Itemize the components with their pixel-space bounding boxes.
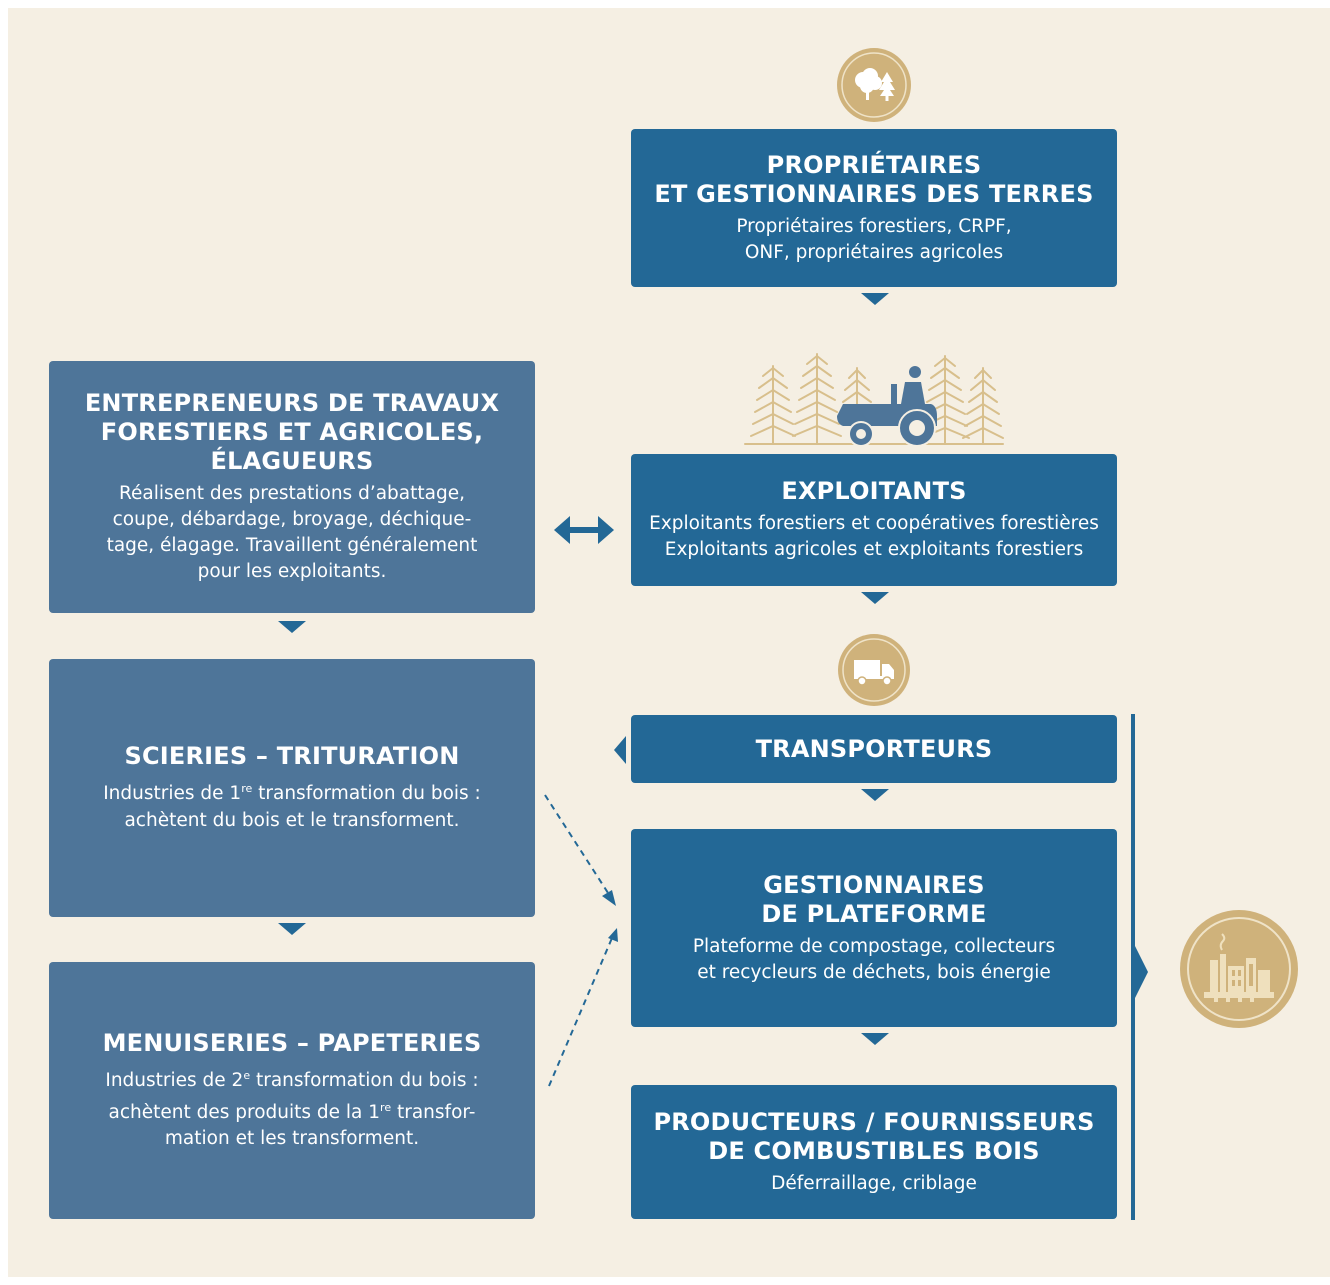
entrepreneurs-desc: Réalisent des prestations d’abattage, co… <box>106 483 478 582</box>
diagram-canvas: PROPRIÉTAIRES ET GESTIONNAIRES DES TERRE… <box>8 8 1330 1277</box>
proprietaires-title: PROPRIÉTAIRES ET GESTIONNAIRES DES TERRE… <box>654 150 1094 208</box>
box-transporteurs: TRANSPORTEURS <box>631 715 1117 783</box>
box-producteurs: PRODUCTEURS / FOURNISSEURS DE COMBUSTIBL… <box>631 1085 1117 1219</box>
box-entrepreneurs: ENTREPRENEURS DE TRAVAUX FORESTIERS ET A… <box>49 361 535 613</box>
scieries-desc: Industries de 1re transformation du bois… <box>103 782 481 831</box>
gestionnaires-desc: Plateforme de compostage, collecteurs et… <box>692 935 1056 983</box>
arrow-down-scieries <box>278 923 306 935</box>
transporteurs-title: TRANSPORTEURS <box>755 734 993 763</box>
box-gestionnaires: GESTIONNAIRES DE PLATEFORME Plateforme d… <box>631 829 1117 1027</box>
box-exploitants: EXPLOITANTS Exploitants forestiers et co… <box>631 454 1117 586</box>
menuiseries-desc: Industries de 2e transformation du bois … <box>105 1069 479 1149</box>
dashed-arrow-scieries <box>544 794 611 897</box>
scieries-title: SCIERIES – TRITURATION <box>124 742 460 771</box>
exploitants-desc: Exploitants forestiers et coopératives f… <box>649 513 1099 560</box>
producteurs-title: PRODUCTEURS / FOURNISSEURS DE COMBUSTIBL… <box>653 1107 1095 1165</box>
truck-icon <box>838 634 910 706</box>
tractor-icon <box>744 353 1004 447</box>
arrow-left-transporteurs <box>614 736 626 764</box>
arrow-down-2 <box>861 592 889 604</box>
factory-icon <box>1180 910 1298 1028</box>
box-proprietaires: PROPRIÉTAIRES ET GESTIONNAIRES DES TERRE… <box>631 129 1117 287</box>
proprietaires-desc: Propriétaires forestiers, CRPF, ONF, pro… <box>736 215 1012 263</box>
arrow-down-3 <box>861 789 889 801</box>
menuiseries-title: MENUISERIES – PAPETERIES <box>102 1029 482 1058</box>
arrow-down-entrepreneurs <box>278 621 306 633</box>
bracket-arrow <box>1131 714 1148 1220</box>
double-arrow-icon <box>554 516 614 544</box>
box-scieries: SCIERIES – TRITURATION Industries de 1re… <box>49 659 535 917</box>
gestionnaires-title: GESTIONNAIRES DE PLATEFORME <box>761 870 987 928</box>
arrow-down-1 <box>861 293 889 305</box>
exploitants-title: EXPLOITANTS <box>781 477 967 505</box>
arrow-down-4 <box>861 1033 889 1045</box>
producteurs-desc: Déferraillage, criblage <box>771 1172 977 1194</box>
box-menuiseries: MENUISERIES – PAPETERIES Industries de 2… <box>49 962 535 1219</box>
entrepreneurs-title: ENTREPRENEURS DE TRAVAUX FORESTIERS ET A… <box>84 389 500 475</box>
forest-icon <box>837 48 911 122</box>
dashed-arrow-menuiseries <box>548 937 613 1087</box>
dashed-arrows <box>544 794 618 1087</box>
